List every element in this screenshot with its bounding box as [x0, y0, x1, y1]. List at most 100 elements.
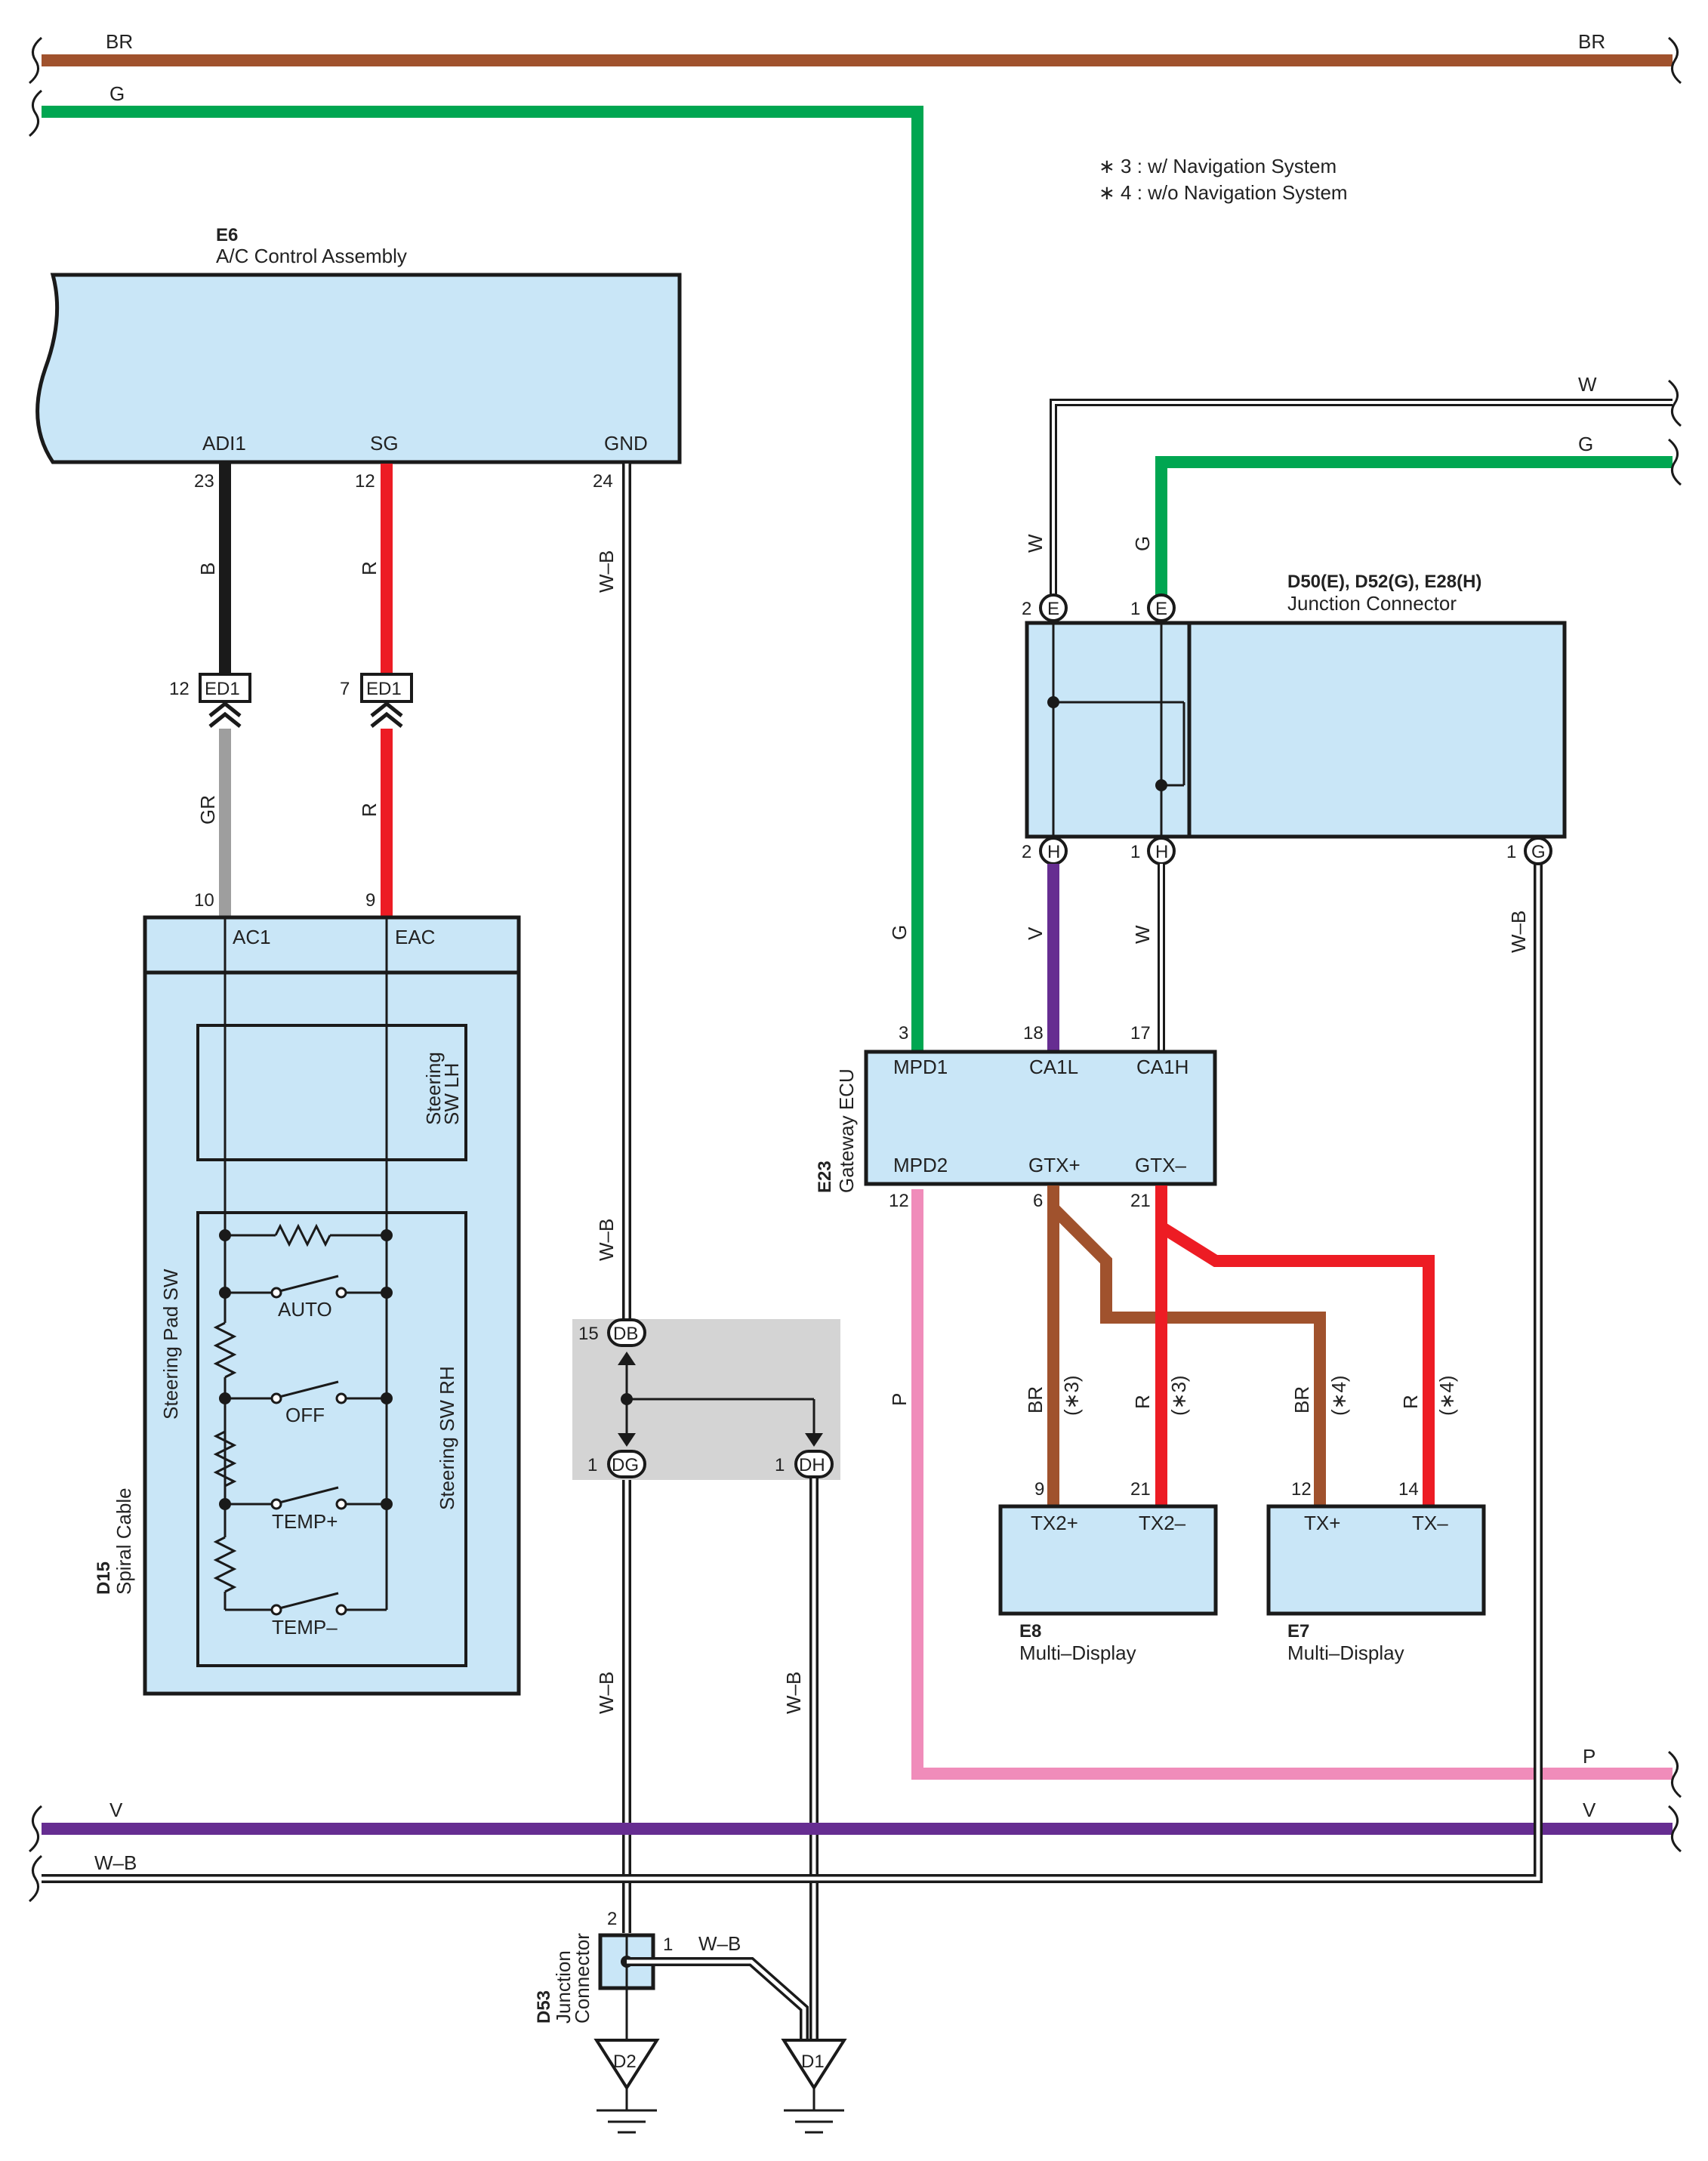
jc-pin-h-v: H	[1047, 842, 1060, 862]
d53-pin-2: 2	[607, 1909, 617, 1929]
e23-pin-mpd2: MPD2	[893, 1154, 948, 1176]
e6-pin-23: 23	[194, 471, 214, 492]
e23-code: E23	[815, 1161, 835, 1193]
e23-pin-ca1h: CA1H	[1136, 1056, 1189, 1078]
jc-pin-g: G	[1531, 842, 1546, 862]
wire-r-lower-label: R	[358, 803, 381, 817]
bus-v-right-label: V	[1583, 1799, 1596, 1821]
wire-v-mid-label: V	[1024, 926, 1047, 940]
jc-pin-e-w-no: 2	[1022, 599, 1031, 619]
e8-name: Multi–Display	[1019, 1642, 1136, 1664]
e6-pin-sg: SG	[370, 432, 399, 455]
wire-wb-label-2: W–B	[595, 1219, 618, 1261]
bus-br-left-label: BR	[106, 30, 133, 53]
bus-p-label: P	[1583, 1745, 1595, 1768]
d53-code: D53	[534, 1990, 554, 2024]
d15-pin-10: 10	[194, 890, 214, 911]
jc-pin-h-w-no: 1	[1130, 842, 1140, 862]
junction-dh-pin: 1	[775, 1455, 785, 1475]
e7-pin-txp: TX+	[1304, 1512, 1340, 1534]
d15-pad: Steering Pad SW	[159, 1269, 182, 1420]
e23-pin-mpd1: MPD1	[893, 1056, 948, 1078]
wire-br3-note: (∗3)	[1060, 1375, 1083, 1416]
e7-pin-txm: TX–	[1412, 1512, 1448, 1534]
e23-name: Gateway ECU	[835, 1068, 858, 1193]
bus-br: BR BR	[29, 30, 1682, 85]
bus-g-right: G	[1155, 433, 1682, 601]
jc-code: D50(E), D52(G), E28(H)	[1287, 572, 1481, 592]
bus-wb: W–B	[29, 852, 1543, 1903]
d15-sw-rh: Steering SW RH	[436, 1366, 458, 1510]
d53-pin-1: 1	[663, 1934, 673, 1955]
e6-pin-adi1: ADI1	[202, 432, 246, 455]
bus-w-right-label: W	[1578, 373, 1597, 396]
wire-r4-note: (∗4)	[1435, 1375, 1458, 1416]
e8-pin-tx2m: TX2–	[1139, 1512, 1186, 1534]
ground-d1-label: D1	[801, 2052, 825, 2072]
junction-db-dg-dh: DB 15 DG 1 DH 1	[572, 1318, 840, 1480]
wire-wb-right-label: W–B	[1507, 911, 1530, 953]
bus-wb-left-label: W–B	[94, 1851, 137, 1874]
wire-wb-label-1: W–B	[595, 550, 618, 593]
junction-db-label: DB	[613, 1324, 638, 1344]
junction-dg-pin: 1	[587, 1455, 597, 1475]
wire-p-left-label: P	[888, 1393, 911, 1406]
e23-pin-17: 17	[1130, 1023, 1151, 1044]
e23-pin-18: 18	[1023, 1023, 1044, 1044]
jc-pin-h-v-no: 2	[1022, 842, 1031, 862]
e6-name: A/C Control Assembly	[216, 245, 407, 267]
bus-g-top-label: G	[109, 82, 125, 105]
bus-br-right-label: BR	[1578, 30, 1605, 53]
ground-d1: D1	[781, 2039, 847, 2134]
e6-code: E6	[216, 225, 238, 245]
d15-sw-lh-2: SW LH	[440, 1063, 463, 1125]
d15-pin-9: 9	[365, 890, 375, 911]
bus-g-right-label: G	[1578, 433, 1593, 455]
wire-br3-label: BR	[1024, 1386, 1047, 1413]
ed1-left-pin: 12	[169, 679, 190, 699]
note-nav-with: ∗ 3 : w/ Navigation System	[1099, 155, 1336, 177]
e8-pin-9: 9	[1034, 1479, 1044, 1500]
jc-pin-e-g: E	[1155, 599, 1167, 619]
bus-v: V V	[29, 1799, 1682, 1853]
wire-w-mid-label: W	[1131, 925, 1154, 944]
e7-pin-14: 14	[1398, 1479, 1419, 1500]
wire-br-e7	[1047, 1185, 1326, 1506]
ed1-right-pin: 7	[340, 679, 350, 699]
wire-b-label: B	[196, 563, 219, 575]
switch-auto-label: AUTO	[278, 1298, 332, 1321]
e8-code: E8	[1019, 1621, 1041, 1642]
e8-multi-display: 9 21 TX2+ TX2– E8 Multi–Display	[998, 1479, 1218, 1664]
ground-d2: D2	[593, 2039, 660, 2134]
d53-wire-label: W–B	[698, 1932, 741, 1955]
bus-g-top: G	[29, 82, 923, 1052]
wire-br4-note: (∗4)	[1327, 1375, 1350, 1416]
ground-d2-label: D2	[613, 2052, 637, 2072]
note-nav-without: ∗ 4 : w/o Navigation System	[1099, 181, 1348, 204]
e7-multi-display: 12 14 TX+ TX– E7 Multi–Display	[1266, 1479, 1486, 1664]
wire-g-top-label: G	[1131, 536, 1154, 551]
wire-br4-label: BR	[1290, 1386, 1313, 1413]
e23-gateway-ecu: E23 Gateway ECU MPD1 CA1L CA1H MPD2 GTX+…	[815, 1023, 1217, 1211]
jc-pin-g-no: 1	[1506, 842, 1516, 862]
switch-temp-minus-label: TEMP–	[272, 1616, 338, 1638]
switch-temp-plus: TEMP+	[225, 1486, 387, 1533]
wire-g-left-label: G	[888, 925, 911, 940]
e23-pin-6: 6	[1033, 1191, 1043, 1211]
e23-pin-12: 12	[889, 1191, 909, 1211]
wire-wb-label-4: W–B	[782, 1672, 805, 1714]
e23-pin-3: 3	[899, 1023, 908, 1044]
jc-pin-e-g-no: 1	[1130, 599, 1140, 619]
d15-pin-eac: EAC	[395, 926, 435, 948]
bus-p: P	[911, 1189, 1682, 1799]
e8-pin-tx2p: TX2+	[1031, 1512, 1078, 1534]
switch-temp-plus-label: TEMP+	[272, 1510, 338, 1533]
e23-pin-gtxm: GTX–	[1135, 1154, 1186, 1176]
wire-gr-label: GR	[196, 795, 219, 825]
junction-dg-label: DG	[612, 1455, 639, 1475]
d15-code: D15	[94, 1561, 114, 1595]
e7-pin-12: 12	[1291, 1479, 1312, 1500]
jc-pin-h-w: H	[1155, 842, 1168, 862]
e7-code: E7	[1287, 1621, 1309, 1642]
